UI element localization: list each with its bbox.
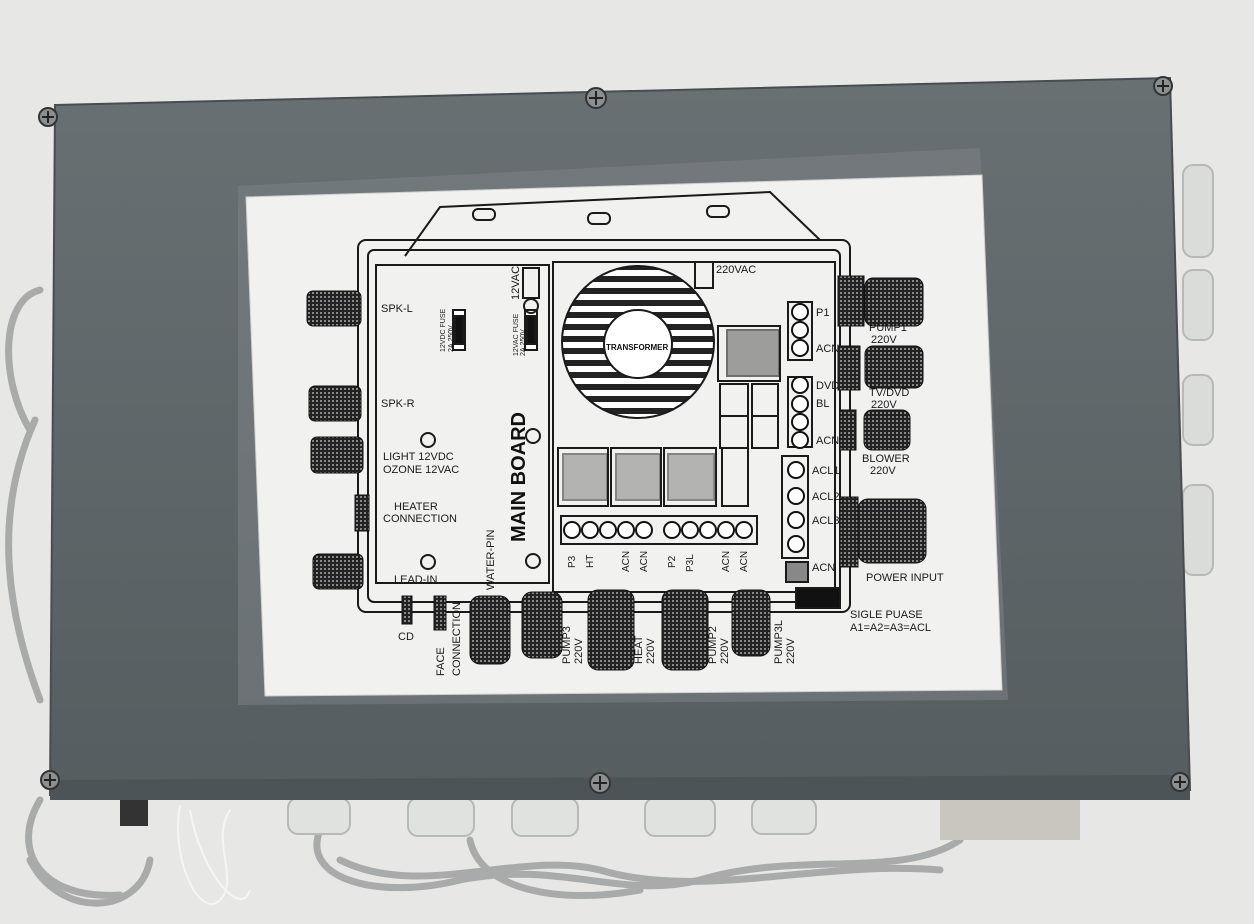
- svg-text:2A,250V: 2A,250V: [448, 325, 455, 352]
- thin-wires: [177, 804, 251, 905]
- svg-text:ACN: ACN: [816, 343, 839, 355]
- svg-text:TV/DVD: TV/DVD: [869, 387, 909, 399]
- svg-text:ACL3: ACL3: [812, 515, 840, 527]
- svg-text:ACN: ACN: [721, 551, 732, 572]
- svg-text:SPK-L: SPK-L: [381, 303, 413, 315]
- svg-text:WATER-PIN: WATER-PIN: [485, 529, 497, 590]
- svg-text:ACL1: ACL1: [812, 465, 840, 477]
- svg-text:PUMP3L: PUMP3L: [773, 620, 785, 664]
- bottom-glands: [287, 797, 817, 837]
- terminal-screws: [563, 303, 809, 553]
- svg-text:PUMP3: PUMP3: [561, 626, 573, 664]
- svg-text:P3: P3: [567, 555, 578, 568]
- box-edge-shadow: [50, 775, 1190, 800]
- svg-text:BLOWER: BLOWER: [862, 453, 910, 465]
- metal-bracket: [940, 800, 1080, 840]
- svg-text:CONNECTION: CONNECTION: [451, 602, 463, 676]
- svg-text:HEATER: HEATER: [394, 501, 438, 513]
- svg-text:LIGHT 12VDC: LIGHT 12VDC: [383, 451, 454, 463]
- svg-text:POWER INPUT: POWER INPUT: [866, 572, 944, 584]
- svg-text:220V: 220V: [871, 334, 897, 346]
- svg-text:220V: 220V: [573, 638, 585, 664]
- svg-text:SIGLE PUASE: SIGLE PUASE: [850, 609, 923, 621]
- svg-text:SPK-R: SPK-R: [381, 398, 415, 410]
- svg-text:P2: P2: [667, 555, 678, 568]
- side-glands: [1182, 164, 1214, 576]
- diagram-labels: SPK-L SPK-R LIGHT 12VDC OZONE 12VAC HEAT…: [381, 264, 944, 676]
- svg-text:220VAC: 220VAC: [716, 264, 756, 276]
- svg-text:LEAD-IN: LEAD-IN: [394, 574, 437, 586]
- svg-text:ACN: ACN: [739, 551, 750, 572]
- svg-text:220V: 220V: [871, 399, 897, 411]
- svg-text:220V: 220V: [785, 638, 797, 664]
- svg-text:220V: 220V: [645, 638, 657, 664]
- connector-plug: [120, 798, 148, 826]
- svg-text:12VDC FUSE: 12VDC FUSE: [440, 308, 447, 352]
- svg-text:ACN: ACN: [816, 435, 839, 447]
- svg-text:MAIN BOARD: MAIN BOARD: [508, 412, 530, 542]
- svg-text:P1: P1: [816, 307, 829, 319]
- svg-text:HEAT: HEAT: [633, 635, 645, 664]
- cables: [5, 286, 964, 907]
- svg-text:PUMP1: PUMP1: [869, 322, 907, 334]
- svg-text:P3L: P3L: [685, 554, 696, 572]
- svg-text:CD: CD: [398, 631, 414, 643]
- svg-text:12VAC: 12VAC: [510, 266, 522, 300]
- svg-text:220V: 220V: [870, 465, 896, 477]
- svg-text:FACE: FACE: [435, 647, 447, 676]
- svg-text:ACL2: ACL2: [812, 491, 840, 503]
- svg-text:CONNECTION: CONNECTION: [383, 513, 457, 525]
- svg-text:ACN: ACN: [639, 551, 650, 572]
- svg-text:DVD: DVD: [816, 380, 839, 392]
- svg-text:220V: 220V: [719, 638, 731, 664]
- svg-text:TRANSFORMER: TRANSFORMER: [606, 343, 668, 352]
- svg-text:A1=A2=A3=ACL: A1=A2=A3=ACL: [850, 622, 931, 634]
- svg-text:BL: BL: [816, 398, 829, 410]
- svg-text:PUMP2: PUMP2: [707, 626, 719, 664]
- svg-text:2A,250V: 2A,250V: [520, 329, 527, 356]
- svg-text:OZONE 12VAC: OZONE 12VAC: [383, 464, 459, 476]
- wiring-diagram: [357, 190, 851, 613]
- svg-text:HT: HT: [585, 555, 596, 568]
- svg-text:ACN: ACN: [621, 551, 632, 572]
- svg-text:12VAC FUSE: 12VAC FUSE: [513, 313, 520, 356]
- svg-text:ACN: ACN: [812, 562, 835, 574]
- diagram-glands: [306, 275, 927, 671]
